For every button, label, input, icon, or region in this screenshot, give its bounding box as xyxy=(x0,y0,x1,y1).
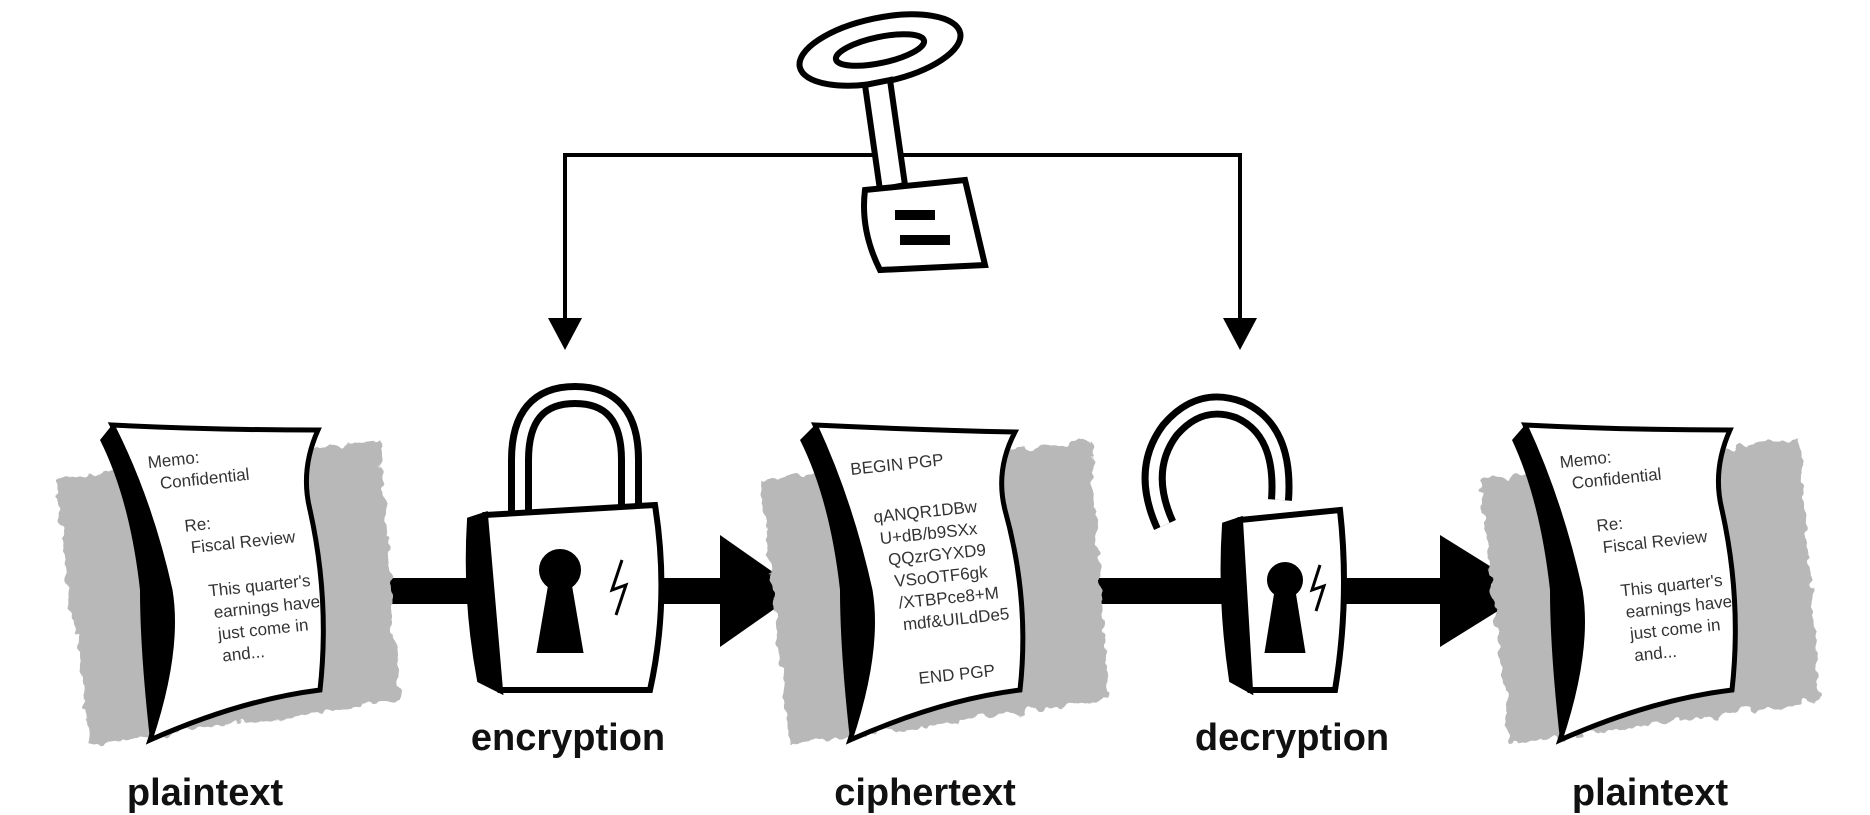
plaintext-document: Memo: Confidential Re: Fiscal Review Thi… xyxy=(55,422,400,745)
doc-line: Re: xyxy=(1596,514,1624,536)
key-icon xyxy=(796,11,989,274)
plaintext-label-left: plaintext xyxy=(127,772,284,814)
ciphertext-label: ciphertext xyxy=(834,772,1016,814)
doc-line: Re: xyxy=(184,514,212,536)
open-padlock-icon xyxy=(1141,393,1347,696)
arrow-down-icon xyxy=(548,318,582,350)
encryption-label: encryption xyxy=(471,717,665,759)
doc-line: and... xyxy=(1633,642,1677,665)
plaintext-document-decrypted: Memo: Confidential Re: Fiscal Review Thi… xyxy=(1480,422,1820,745)
plaintext-label-right: plaintext xyxy=(1572,772,1729,814)
closed-padlock-icon xyxy=(465,382,665,696)
arrow-down-icon xyxy=(1223,318,1257,350)
doc-line: and... xyxy=(221,642,265,665)
decryption-label: decryption xyxy=(1195,717,1389,759)
ciphertext-document: BEGIN PGP qANQR1DBw U+dB/b9SXx QQzrGYXD9… xyxy=(760,422,1110,745)
